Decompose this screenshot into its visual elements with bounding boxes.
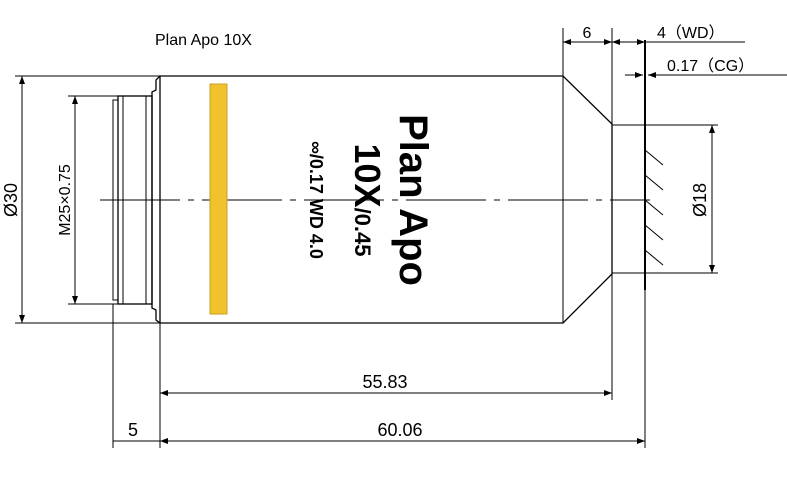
svg-text:M25×0.75: M25×0.75 <box>57 164 74 236</box>
cover-glass <box>644 40 664 290</box>
engraving-name: Plan Apo <box>391 114 435 286</box>
svg-text:0.17（CG）: 0.17（CG） <box>667 57 754 75</box>
dim-thread: M25×0.75 <box>57 95 118 305</box>
engraving-mag-na: 10X/0.45 <box>347 144 388 257</box>
drawing-title: Plan Apo 10X <box>155 32 252 49</box>
engraving-specs: ∞/0.17 WD 4.0 <box>306 141 326 259</box>
dim-bottom: 55.83 60.06 5 <box>112 274 646 448</box>
dim-outer-diameter: Ø30 <box>1 75 160 324</box>
svg-text:5: 5 <box>128 420 138 440</box>
svg-text:6: 6 <box>583 25 592 42</box>
svg-text:55.83: 55.83 <box>362 372 407 392</box>
engraving: Plan Apo 10X/0.45 ∞/0.17 WD 4.0 <box>306 114 435 286</box>
svg-text:Ø30: Ø30 <box>1 183 21 217</box>
svg-text:4（WD）: 4（WD） <box>657 24 725 42</box>
dim-front-diameter: Ø18 <box>612 124 718 274</box>
svg-text:60.06: 60.06 <box>377 420 422 440</box>
magnification-color-band <box>209 83 228 315</box>
svg-text:Ø18: Ø18 <box>690 183 710 217</box>
dim-top: 6 4（WD） 0.17（CG） <box>562 24 787 124</box>
